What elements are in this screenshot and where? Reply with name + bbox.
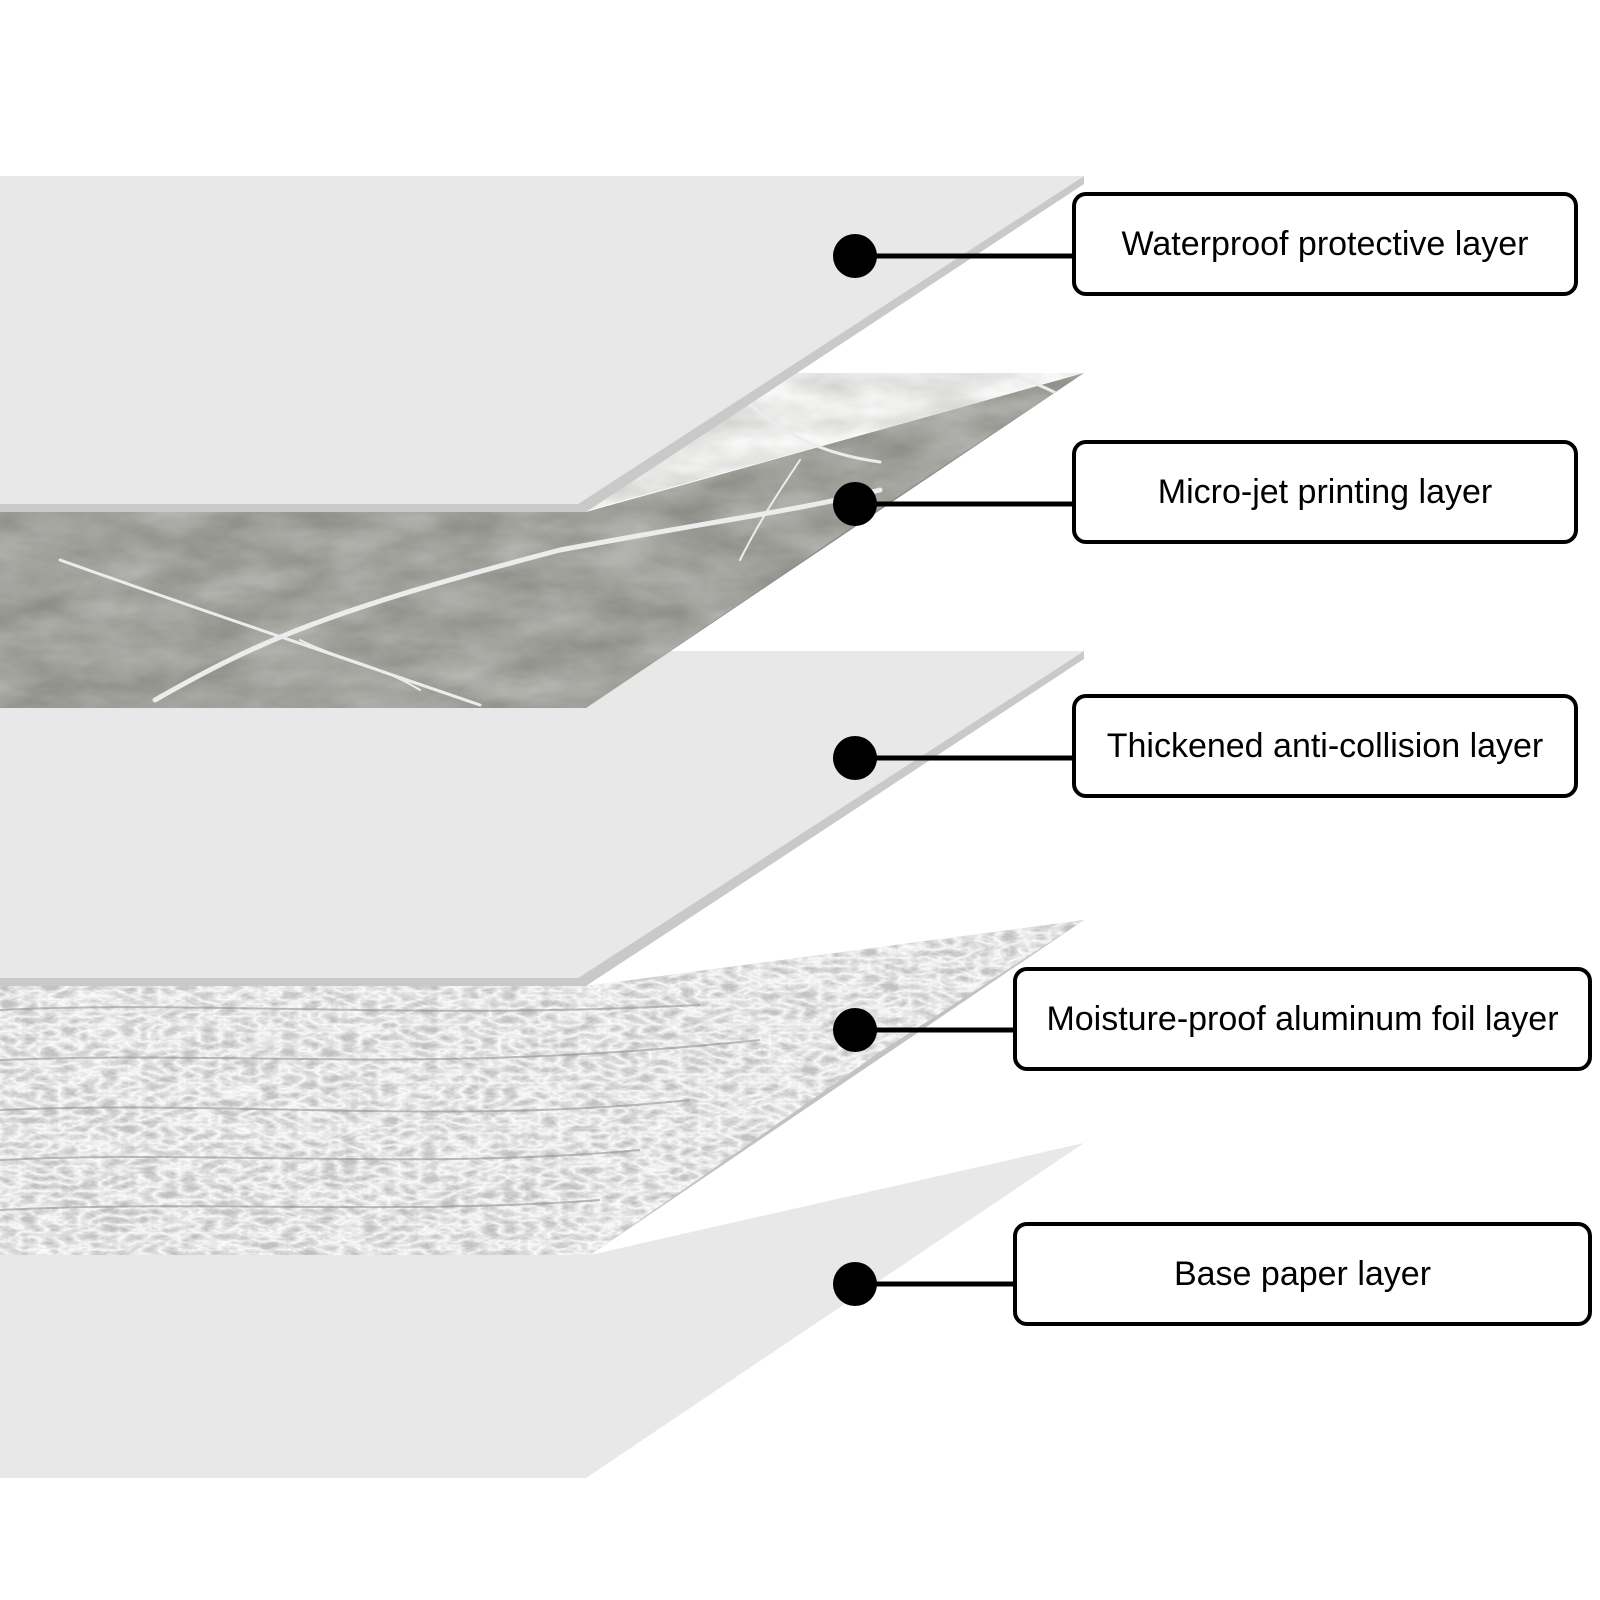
anti-collision-sheet — [0, 651, 1084, 986]
label-text: Micro-jet printing layer — [1157, 472, 1493, 511]
label-thickened-anti-collision-layer: Thickened anti-collision layer — [1072, 694, 1578, 798]
label-base-paper-layer: Base paper layer — [1013, 1222, 1592, 1326]
callout-connectors — [833, 234, 1072, 1306]
label-text: Thickened anti-collision layer — [1106, 726, 1544, 765]
label-text: Waterproof protective layer — [1121, 224, 1529, 263]
label-text: Base paper layer — [1173, 1254, 1432, 1293]
label-moisture-proof-aluminum-foil-layer: Moisture-proof aluminum foil layer — [1013, 967, 1592, 1071]
connector-dot-5 — [833, 1262, 877, 1306]
label-micro-jet-printing-layer: Micro-jet printing layer — [1072, 440, 1578, 544]
connector-dot-4 — [833, 1008, 877, 1052]
connector-dot-1 — [833, 234, 877, 278]
base-paper-sheet — [0, 1143, 1084, 1478]
label-waterproof-protective-layer: Waterproof protective layer — [1072, 192, 1578, 296]
connector-dot-2 — [833, 482, 877, 526]
waterproof-protective-sheet — [0, 176, 1084, 512]
connector-dot-3 — [833, 736, 877, 780]
label-text: Moisture-proof aluminum foil layer — [1046, 999, 1559, 1038]
